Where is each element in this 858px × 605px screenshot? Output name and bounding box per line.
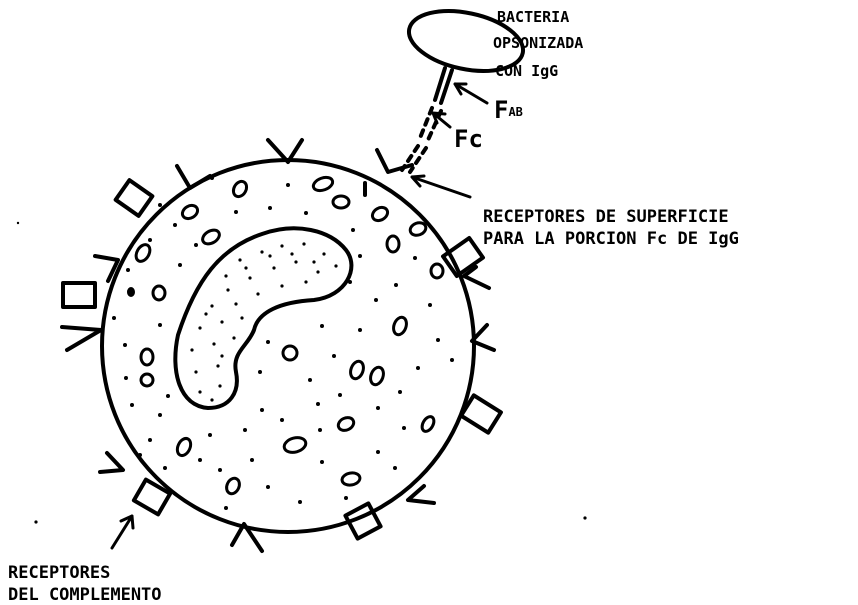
fc-receptor-arrow [412, 176, 470, 197]
igg-antibody [402, 68, 452, 172]
complement-arrow [112, 516, 133, 548]
complement-label-line-1: RECEPTORES [8, 563, 110, 583]
fc-receptors-label: RECEPTORES DE SUPERFICIE PARA LA PORCION… [483, 207, 739, 249]
granules [127, 175, 443, 496]
pointer-arrows [112, 84, 487, 548]
bacteria-label-line-2: OPSONIZADA [493, 34, 583, 52]
bacteria-label-line-1: BACTERIA [497, 8, 569, 26]
cytoplasm-dots [112, 176, 454, 510]
bacteria-label-line-3: CON IgG [495, 62, 558, 80]
fab-arrow [455, 84, 487, 103]
complement-receptors-label: RECEPTORES DEL COMPLEMENTO [8, 563, 162, 605]
bacteria-label: BACTERIA OPSONIZADA CON IgG [493, 8, 583, 80]
complement-label-line-2: DEL COMPLEMENTO [8, 585, 162, 605]
fc-receptors-label-line-1: RECEPTORES DE SUPERFICIE [483, 207, 729, 227]
fab-label: FAB [494, 96, 523, 124]
fc-label: Fc [454, 125, 483, 153]
fc-receptors-label-line-2: PARA LA PORCION Fc DE IgG [483, 229, 739, 249]
nucleus [175, 228, 351, 408]
